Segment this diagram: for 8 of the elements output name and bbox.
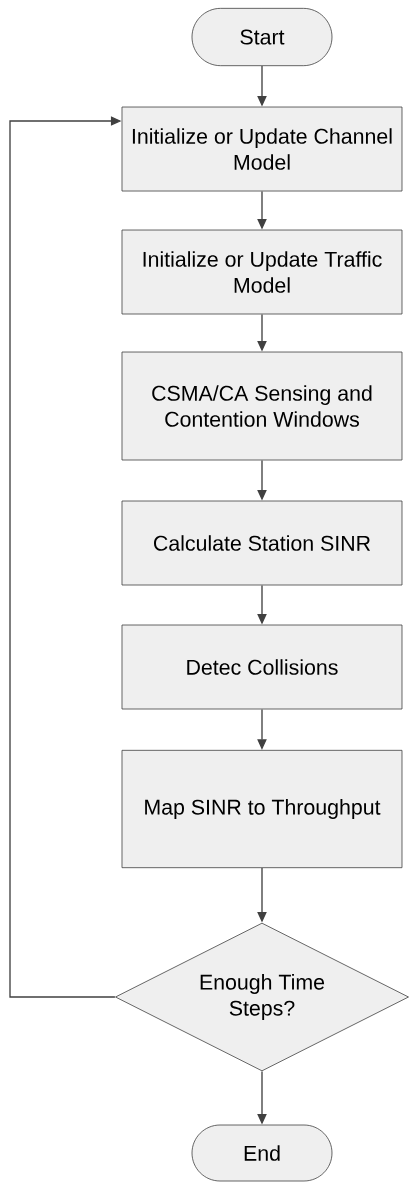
- process-box: Initialize or Update Traffic Model: [121, 229, 403, 315]
- process-box: Initialize or Update Channel Model: [121, 106, 403, 192]
- terminal-pill: Start: [191, 7, 333, 67]
- process-box: Map SINR to Throughput: [121, 749, 403, 869]
- terminal-pill: End: [191, 1124, 333, 1182]
- process-box: Calculate Station SINR: [121, 500, 403, 586]
- process-box: Detec Collisions: [121, 624, 403, 710]
- process-box: CSMA/CA Sensing and Contention Windows: [121, 351, 403, 461]
